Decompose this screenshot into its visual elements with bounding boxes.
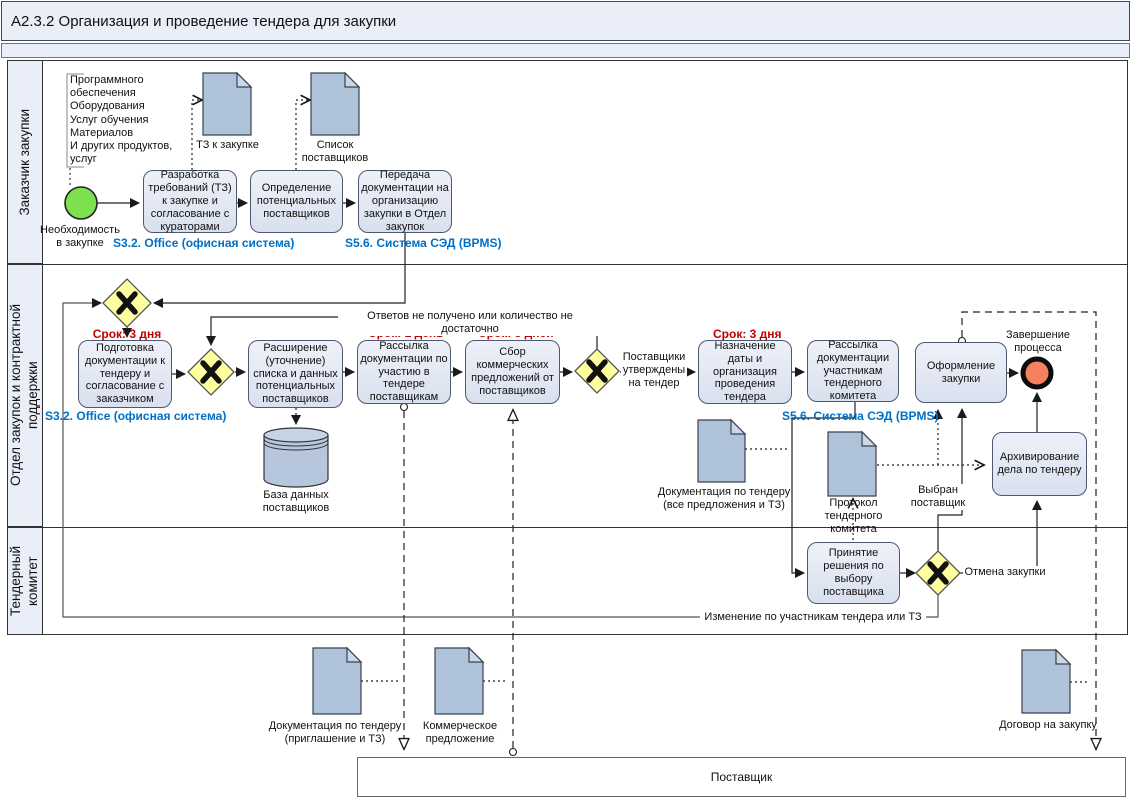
system-office-dept: S3.2. Office (офисная система)	[45, 409, 227, 423]
database-label: База данных поставщиков	[262, 489, 330, 515]
end-event-label: Завершение процесса	[1006, 329, 1070, 355]
document-tender-docs-all-icon	[697, 418, 747, 483]
document-tender-docs-all-label: Документация по тендеру (все предложения…	[657, 486, 791, 512]
document-protocol-label: Протокол тендерного комитета	[824, 497, 883, 536]
document-protocol-icon	[827, 430, 878, 497]
lane-procurement: Отдел закупок и контрактной поддержки	[7, 264, 43, 527]
document-invitation-icon	[312, 646, 363, 715]
task-develop-requirements: Разработка требований (ТЗ) к закупке и с…	[143, 169, 237, 233]
document-offer-icon	[434, 646, 485, 715]
document-tz-label: ТЗ к закупке	[196, 139, 259, 151]
task-formalize-purchase: Оформление закупки	[915, 342, 1007, 403]
task-expand-list: Расширение (уточнение) списка и данных п…	[248, 340, 343, 408]
flow-label-cancel: Отмена закупки	[963, 566, 1047, 580]
task-transfer-docs: Передача документации на организацию зак…	[358, 169, 452, 233]
task-select-supplier: Принятие решения по выбору поставщика	[807, 542, 900, 604]
task-archive-case: Архивирование дела по тендеру	[992, 432, 1087, 496]
start-event-label: Необходимость в закупке	[40, 224, 120, 250]
lane-divider-2	[7, 527, 1128, 528]
database-icon	[263, 427, 329, 488]
task-schedule-tender: Назначение даты и организация проведения…	[698, 340, 792, 404]
document-tz-icon	[202, 71, 253, 136]
gateway-approved	[574, 348, 620, 394]
task-identify-suppliers: Определение потенциальных поставщиков	[250, 170, 343, 233]
task-collect-offers: Сбор коммерческих предложений от поставщ…	[465, 340, 560, 404]
supplier-pool: Поставщик	[357, 757, 1126, 797]
diagram-title-bar: А2.3.2 Организация и проведение тендера …	[1, 1, 1130, 41]
task-prepare-docs: Подготовка документации к тендеру и согл…	[78, 340, 172, 408]
deadline-schedule: Срок: 3 дня	[713, 327, 782, 341]
document-supplier-list-icon	[310, 71, 361, 136]
task-send-committee-docs: Рассылка документации участникам тендерн…	[807, 339, 899, 402]
supplier-label: Поставщик	[710, 770, 773, 784]
diagram-title: А2.3.2 Организация и проведение тендера …	[11, 12, 397, 30]
annotation-products: Программного обеспечения Оборудования Ус…	[70, 74, 173, 166]
start-event	[64, 186, 98, 220]
end-event	[1020, 356, 1054, 390]
gateway-expand	[187, 348, 235, 396]
task-send-tender-docs: Рассылка документации по участию в тенде…	[357, 340, 451, 404]
gateway-restart	[102, 278, 152, 328]
lane-divider-1	[7, 264, 1128, 265]
flow-label-no-answers: Ответов не получено или количество не до…	[338, 310, 602, 337]
document-offer-label: Коммерческое предложение	[422, 720, 498, 746]
lane-customer: Заказчик закупки	[7, 60, 43, 264]
document-contract-icon	[1021, 648, 1072, 714]
document-supplier-list-label: Список поставщиков	[301, 139, 369, 165]
deadline-prepare: Срок: 3 дня	[92, 327, 162, 341]
document-contract-label: Договор на закупку	[999, 719, 1097, 731]
flow-label-change: Изменение по участникам тендера или ТЗ	[700, 611, 926, 625]
flow-label-chosen: Выбран поставщик	[902, 484, 974, 511]
system-sed-customer: S5.6. Система СЭД (BPMS)	[345, 236, 502, 250]
gateway-decision	[915, 550, 961, 596]
annotation-bracket	[66, 73, 84, 168]
lane-committee: Тендерный комитет	[7, 527, 43, 635]
system-sed-dept: S5.6. Система СЭД (BPMS)	[782, 409, 939, 423]
document-invitation-label: Документация по тендеру (приглашение и Т…	[268, 720, 402, 746]
system-office-customer: S3.2. Office (офисная система)	[113, 236, 295, 250]
flow-label-approved: Поставщики утверждены на тендер	[621, 351, 687, 391]
header-band	[1, 43, 1130, 58]
